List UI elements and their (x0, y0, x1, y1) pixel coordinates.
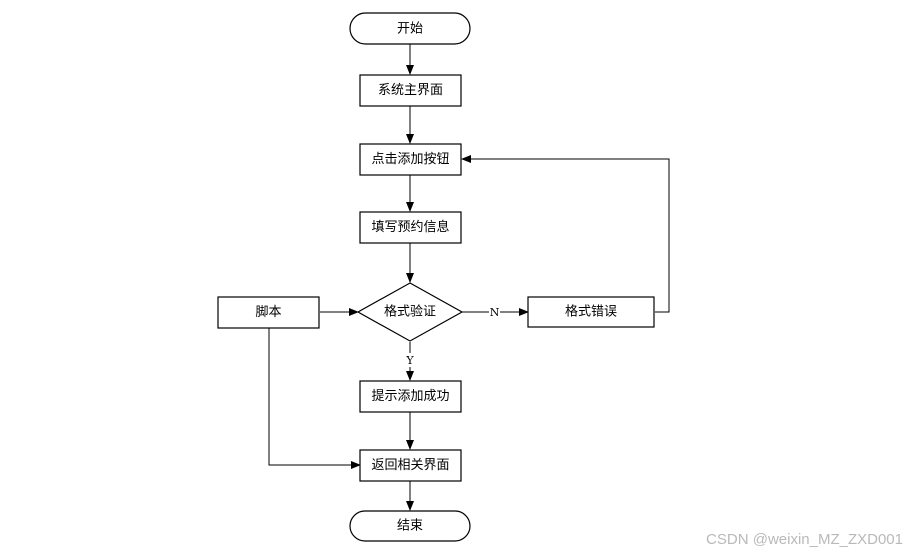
edge-label-no: N (490, 306, 500, 319)
node-end-label: 结束 (397, 519, 423, 534)
node-return-ui-label: 返回相关界面 (371, 458, 449, 473)
node-start: 开始 (349, 12, 471, 45)
node-format-check-label: 格式验证 (384, 304, 436, 320)
node-format-error: 格式错误 (527, 296, 655, 328)
node-fill-info: 填写预约信息 (359, 211, 462, 244)
node-main-ui-label: 系统主界面 (378, 83, 443, 98)
node-add-success: 提示添加成功 (359, 380, 462, 413)
node-start-label: 开始 (397, 22, 423, 37)
edge-error-back-to-click (461, 155, 670, 313)
node-format-check: 格式验证 (356, 282, 464, 342)
node-fill-info-label: 填写预约信息 (371, 219, 449, 235)
node-click-add: 点击添加按钮 (359, 143, 462, 176)
node-script: 脚本 (217, 296, 320, 329)
edge-script-to-return (268, 328, 361, 469)
node-return-ui: 返回相关界面 (359, 449, 462, 482)
node-main-ui: 系统主界面 (359, 74, 462, 107)
node-format-error-label: 格式错误 (565, 304, 617, 320)
node-end: 结束 (349, 510, 471, 542)
node-add-success-label: 提示添加成功 (371, 388, 449, 404)
edge-label-bg-no (489, 305, 500, 319)
edge-label-bg-yes (404, 353, 416, 367)
node-script-label: 脚本 (255, 304, 281, 320)
edge-label-yes: Y (405, 354, 414, 367)
watermark: CSDN @weixin_MZ_ZXD001 (706, 531, 903, 548)
node-click-add-label: 点击添加按钮 (371, 152, 449, 167)
